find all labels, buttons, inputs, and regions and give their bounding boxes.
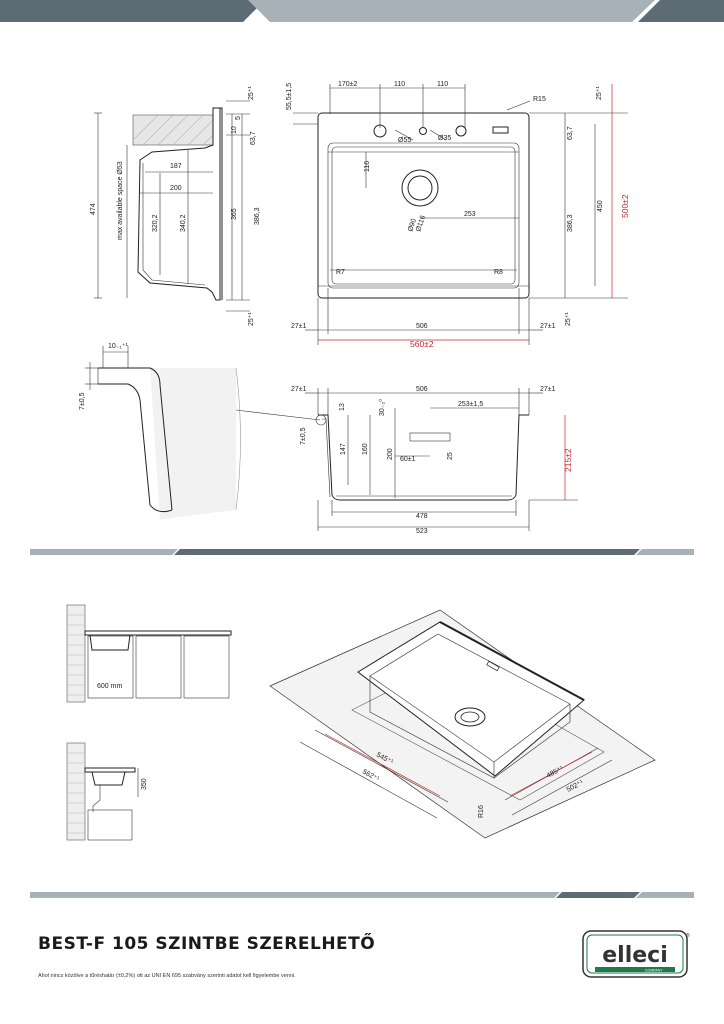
middle-band xyxy=(30,549,694,555)
right-63: 63,7 xyxy=(567,126,574,140)
depth-diagram: 350 xyxy=(66,742,148,841)
cabinet-width: 600 mm xyxy=(97,683,122,690)
left-27: 27±1 xyxy=(291,323,307,330)
front-160: 160 xyxy=(362,443,369,455)
tap-offset-170: 170±2 xyxy=(338,81,358,88)
front-60: 60±1 xyxy=(400,456,416,463)
width-200: 200 xyxy=(170,185,182,192)
cutout-radius: R16 xyxy=(478,805,485,818)
detail-10: 10₋₁⁺¹ xyxy=(108,343,129,350)
right-27: 27±1 xyxy=(540,323,556,330)
tolerance-note: Ahol nincs közölve a tűréshatár (±0,2%) … xyxy=(38,973,296,979)
depth-320: 320,2 xyxy=(152,214,159,232)
top-25: 25⁺¹ xyxy=(248,86,255,100)
isometric-view: 545⁺¹ 562⁺¹ 485⁺¹ 502⁺¹ R16 xyxy=(269,609,656,839)
depth-10: 10 xyxy=(231,126,238,134)
bottom-25: 25⁺¹ xyxy=(248,312,255,326)
front-253: 253±1,5 xyxy=(458,401,483,408)
top-view: 170±2 110 110 55,5±1,5 R15 Ø55 Ø35 25⁺¹ … xyxy=(286,81,630,349)
cabinet-diagram: 600 mm xyxy=(66,604,232,703)
radius-15: R15 xyxy=(533,96,546,103)
height-474: 474 xyxy=(90,203,97,215)
product-title: BEST-F 105 SZINTBE SZERELHETŐ xyxy=(38,934,376,954)
width-187: 187 xyxy=(170,163,182,170)
inner-506: 506 xyxy=(416,323,428,330)
bottom-right-25: 25⁺¹ xyxy=(565,312,572,326)
front-147: 147 xyxy=(340,443,347,455)
front-30: 30₋₂⁰ xyxy=(378,399,386,416)
depth-340: 340,2 xyxy=(180,214,187,232)
right-450: 450 xyxy=(597,200,604,212)
depth-5: 5 xyxy=(235,116,242,120)
front-478: 478 xyxy=(416,513,428,520)
overall-560: 560±2 xyxy=(410,339,434,349)
depth-386: 386,3 xyxy=(254,207,261,225)
front-left-27: 27±1 xyxy=(291,386,307,393)
drain-offset-116: 116 xyxy=(364,161,371,172)
drain-116: Ø116 xyxy=(415,215,427,233)
elleci-logo: elleci COMPANY ® xyxy=(582,930,690,978)
hole-35: Ø35 xyxy=(438,135,451,142)
hole-55: Ø55 xyxy=(398,137,411,144)
section-view: 474 max available space Ø53 187 200 320,… xyxy=(90,86,261,326)
top-banner xyxy=(0,0,724,26)
front-523: 523 xyxy=(416,528,428,535)
drain-253: 253 xyxy=(464,211,476,218)
detail-view: 10₋₁⁺¹ 7±0,5 xyxy=(79,343,321,520)
tap-spacing-110b: 110 xyxy=(437,81,448,88)
radius-8: R8 xyxy=(494,269,503,276)
tap-depth-55: 55,5±1,5 xyxy=(286,83,293,110)
front-25: 25 xyxy=(447,452,454,460)
front-215: 215±2 xyxy=(563,448,573,472)
front-506: 506 xyxy=(416,386,428,393)
top-right-25: 25⁺¹ xyxy=(596,86,603,100)
front-view: 27±1 506 27±1 13 30₋₂⁰ 253±1,5 7±0,5 147… xyxy=(291,386,578,535)
depth-63: 63,7 xyxy=(250,131,257,145)
front-7: 7±0,5 xyxy=(300,427,307,445)
depth-365: 365 xyxy=(231,208,238,220)
detail-7: 7±0,5 xyxy=(79,392,86,410)
tap-spacing-110a: 110 xyxy=(394,81,405,88)
front-200: 200 xyxy=(387,448,394,460)
brand-name: elleci xyxy=(602,943,668,968)
drain-90: Ø90 xyxy=(407,218,418,233)
front-13: 13 xyxy=(339,403,346,411)
available-space-label: max available space Ø53 xyxy=(117,161,124,240)
under-depth: 350 xyxy=(141,778,148,790)
radius-7: R7 xyxy=(336,269,345,276)
front-right-27: 27±1 xyxy=(540,386,556,393)
right-386: 386,3 xyxy=(567,214,574,232)
overall-500: 500±2 xyxy=(620,194,630,218)
brand-tagline: COMPANY xyxy=(645,968,663,972)
bottom-band xyxy=(30,892,694,898)
registered-mark: ® xyxy=(686,932,690,939)
